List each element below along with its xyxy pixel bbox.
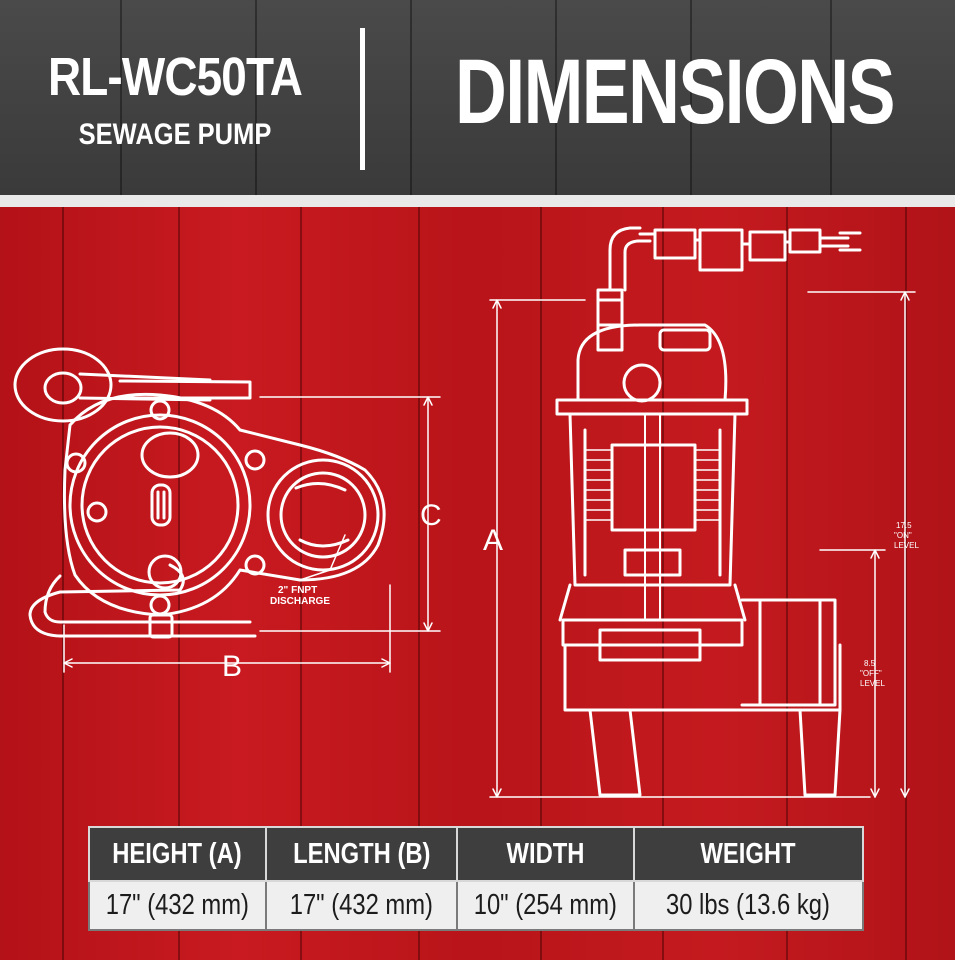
value-width: 10" (254 mm) xyxy=(455,880,635,931)
header-height: HEIGHT (A) xyxy=(88,826,267,882)
on-level-line1: 17.5 xyxy=(896,521,912,530)
discharge-note-line2: DISCHARGE xyxy=(270,596,330,607)
discharge-note-line1: 2" FNPT xyxy=(278,585,317,596)
pump-side-view xyxy=(555,226,862,797)
on-level-line3: LEVEL xyxy=(894,541,919,550)
specs-table: HEIGHT (A) LENGTH (B) WIDTH WEIGHT 17" (… xyxy=(88,826,865,931)
off-level-line1: 8.5 xyxy=(864,659,876,668)
value-length: 17" (432 mm) xyxy=(264,880,458,931)
label-a: A xyxy=(483,524,503,557)
label-b: B xyxy=(222,650,242,683)
on-level-dimension xyxy=(807,291,916,798)
dimension-a xyxy=(489,299,871,798)
model-number: RL-WC50TA xyxy=(47,47,303,107)
value-height: 17" (432 mm) xyxy=(88,880,267,931)
dimension-c xyxy=(259,396,441,632)
dimension-drawing: C B A 2" FNPT DISCHARGE 17.5 "ON" LEVEL … xyxy=(13,226,919,798)
off-level-dimension xyxy=(819,549,886,798)
on-level-line2: "ON" xyxy=(894,531,912,540)
header-length: LENGTH (B) xyxy=(264,826,458,882)
specs-value-row: 17" (432 mm) 17" (432 mm) 10" (254 mm) 3… xyxy=(88,880,865,931)
title-divider xyxy=(360,28,365,170)
off-level-line3: LEVEL xyxy=(860,679,885,688)
product-subtitle: SEWAGE PUMP xyxy=(78,118,272,151)
header-stripe xyxy=(0,195,955,207)
dimension-b xyxy=(63,584,391,673)
label-c: C xyxy=(420,499,442,532)
pump-top-view xyxy=(13,347,386,639)
header-width: WIDTH xyxy=(455,826,635,882)
value-weight: 30 lbs (13.6 kg) xyxy=(632,880,865,931)
header-weight: WEIGHT xyxy=(632,826,865,882)
off-level-line2: "OFF" xyxy=(860,669,882,678)
header-banner xyxy=(0,0,955,195)
page-title: DIMENSIONS xyxy=(454,41,895,143)
specs-header-row: HEIGHT (A) LENGTH (B) WIDTH WEIGHT xyxy=(88,826,865,882)
